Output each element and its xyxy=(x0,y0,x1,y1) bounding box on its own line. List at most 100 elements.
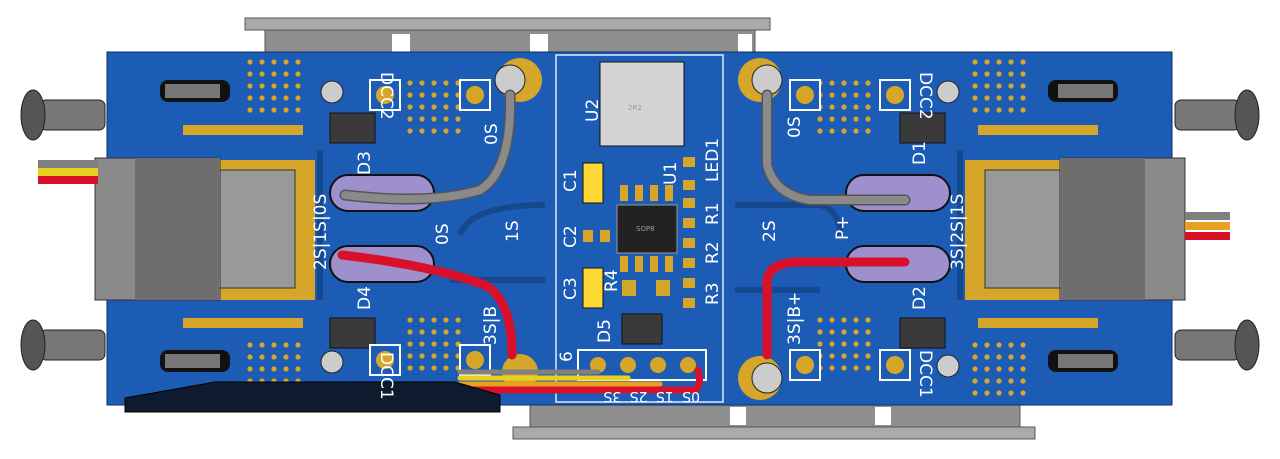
hookup-wires xyxy=(337,89,911,394)
label-3sb-left: 3S|B xyxy=(481,306,501,345)
bottom-rail xyxy=(512,404,1036,440)
via xyxy=(1008,107,1014,113)
chip-marking: SOP8 xyxy=(636,225,655,233)
via xyxy=(407,104,413,110)
via xyxy=(972,390,978,396)
label-r1: R1 xyxy=(703,202,723,225)
via xyxy=(972,342,978,348)
via xyxy=(865,317,871,323)
via xyxy=(259,71,265,77)
via xyxy=(1020,390,1026,396)
label-d3: D3 xyxy=(355,151,375,175)
via xyxy=(455,128,461,134)
via xyxy=(431,104,437,110)
via xyxy=(829,80,835,86)
label-pin6: 6 xyxy=(557,351,577,362)
via-arrays xyxy=(247,59,1026,396)
via xyxy=(419,317,425,323)
via xyxy=(841,80,847,86)
via xyxy=(407,128,413,134)
via xyxy=(817,329,823,335)
via xyxy=(1008,71,1014,77)
via xyxy=(817,116,823,122)
via xyxy=(295,354,301,360)
via xyxy=(431,92,437,98)
via xyxy=(865,353,871,359)
label-c1: C1 xyxy=(561,169,581,192)
inductor-marking: 2R2 xyxy=(628,104,642,112)
via xyxy=(984,107,990,113)
left-wires xyxy=(38,160,98,184)
via xyxy=(247,59,253,65)
via xyxy=(1008,390,1014,396)
via xyxy=(247,342,253,348)
via xyxy=(419,128,425,134)
label-3s2s1s: 3S|2S|1S xyxy=(948,194,968,270)
label-3sb-right: 3S|B+ xyxy=(785,292,805,345)
via xyxy=(283,342,289,348)
via xyxy=(984,71,990,77)
via xyxy=(407,116,413,122)
via xyxy=(431,353,437,359)
via xyxy=(455,329,461,335)
label-c3: C3 xyxy=(561,277,581,300)
via xyxy=(853,365,859,371)
label-dcc1-right: DCC1 xyxy=(915,350,935,398)
via xyxy=(431,116,437,122)
via xyxy=(247,107,253,113)
via xyxy=(1008,378,1014,384)
via xyxy=(817,341,823,347)
right-wires xyxy=(1185,212,1230,240)
via xyxy=(443,317,449,323)
via xyxy=(443,365,449,371)
via xyxy=(443,353,449,359)
via xyxy=(443,116,449,122)
via xyxy=(419,116,425,122)
via xyxy=(443,104,449,110)
via xyxy=(972,366,978,372)
right-connector xyxy=(984,157,1186,301)
via xyxy=(984,354,990,360)
via xyxy=(865,329,871,335)
via xyxy=(984,59,990,65)
label-0s-left-top: 0S xyxy=(482,123,502,145)
via xyxy=(247,71,253,77)
via xyxy=(295,59,301,65)
via xyxy=(259,95,265,101)
via xyxy=(972,83,978,89)
via xyxy=(455,317,461,323)
via xyxy=(1008,59,1014,65)
via xyxy=(431,365,437,371)
via xyxy=(419,341,425,347)
via xyxy=(259,107,265,113)
via xyxy=(247,354,253,360)
via xyxy=(431,317,437,323)
via xyxy=(295,366,301,372)
label-d1: D1 xyxy=(910,141,930,165)
via xyxy=(283,354,289,360)
via xyxy=(841,128,847,134)
via xyxy=(283,83,289,89)
label-header-pins: 0S 1S 2S 3S xyxy=(603,388,700,404)
via xyxy=(271,342,277,348)
via xyxy=(853,128,859,134)
via xyxy=(407,341,413,347)
via xyxy=(996,71,1002,77)
via xyxy=(853,353,859,359)
via xyxy=(295,342,301,348)
top-rail xyxy=(244,17,771,53)
via xyxy=(841,329,847,335)
via xyxy=(829,92,835,98)
via xyxy=(853,116,859,122)
via xyxy=(443,128,449,134)
via xyxy=(865,365,871,371)
via xyxy=(865,104,871,110)
label-p-plus: P+ xyxy=(833,216,853,241)
via xyxy=(1008,366,1014,372)
via xyxy=(283,366,289,372)
via xyxy=(841,317,847,323)
via xyxy=(419,104,425,110)
label-0s-left-mid: 0S xyxy=(433,223,453,245)
via xyxy=(996,354,1002,360)
via xyxy=(1020,366,1026,372)
